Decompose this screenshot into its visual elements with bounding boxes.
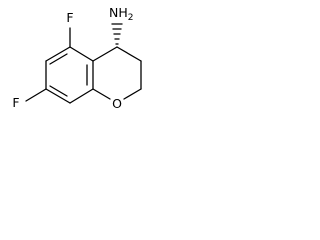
atom-label-amine-group: NH2 [109,5,133,23]
atom-label-amine: NH2 [109,5,133,23]
molecule-structure-diagram: F F NH2 O [12,5,142,111]
bond-c7-c8 [45,88,71,104]
atom-label-fluorine-left: F [12,95,19,110]
pyran-ring [92,46,142,100]
amine-main-text: NH [109,5,128,20]
bond-c4a-c4 [92,46,118,62]
bond-c5-c6 [45,46,71,62]
bond-c8-c8a [69,88,94,104]
amine-subscript: 2 [128,13,134,23]
atom-label-oxygen: O [112,96,122,111]
bond-c7-f [25,88,47,102]
atom-label-fluorine-top: F [66,10,73,25]
bond-c2-o1 [123,88,142,100]
bond-c4a-c5 [69,46,94,62]
bond-c7-c8-inner [49,85,68,97]
stereo-hashed-wedge-bond [111,23,123,45]
benzene-ring [45,46,94,104]
bond-o1-c8a [92,88,111,100]
bond-c4-c3 [116,46,142,62]
bond-c5-c6-inner [49,53,68,65]
